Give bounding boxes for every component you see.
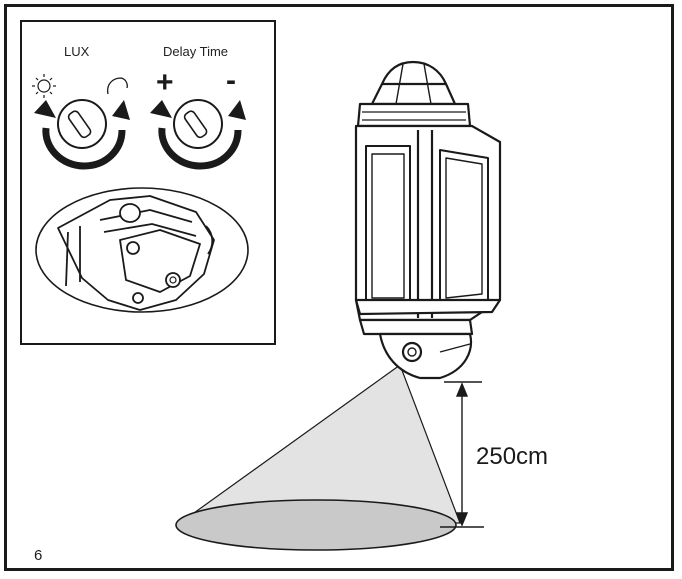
plus-sign: + bbox=[156, 66, 174, 99]
delay-time-label: Delay Time bbox=[163, 44, 229, 59]
moon-icon bbox=[107, 77, 128, 95]
minus-sign: - bbox=[226, 64, 236, 97]
detection-cone bbox=[175, 364, 461, 551]
sun-icon bbox=[32, 74, 56, 98]
manual-page-frame bbox=[4, 4, 674, 571]
height-label: 250cm bbox=[476, 443, 549, 470]
lux-label: LUX bbox=[64, 44, 90, 59]
page-number: 6 bbox=[34, 547, 43, 564]
sensor-closeup bbox=[35, 187, 249, 313]
lux-dial-icon bbox=[34, 99, 130, 170]
height-dimension bbox=[440, 381, 484, 528]
detection-ground-area bbox=[175, 499, 457, 551]
wall-lantern bbox=[354, 60, 502, 380]
delay-dial-icon bbox=[150, 99, 246, 170]
